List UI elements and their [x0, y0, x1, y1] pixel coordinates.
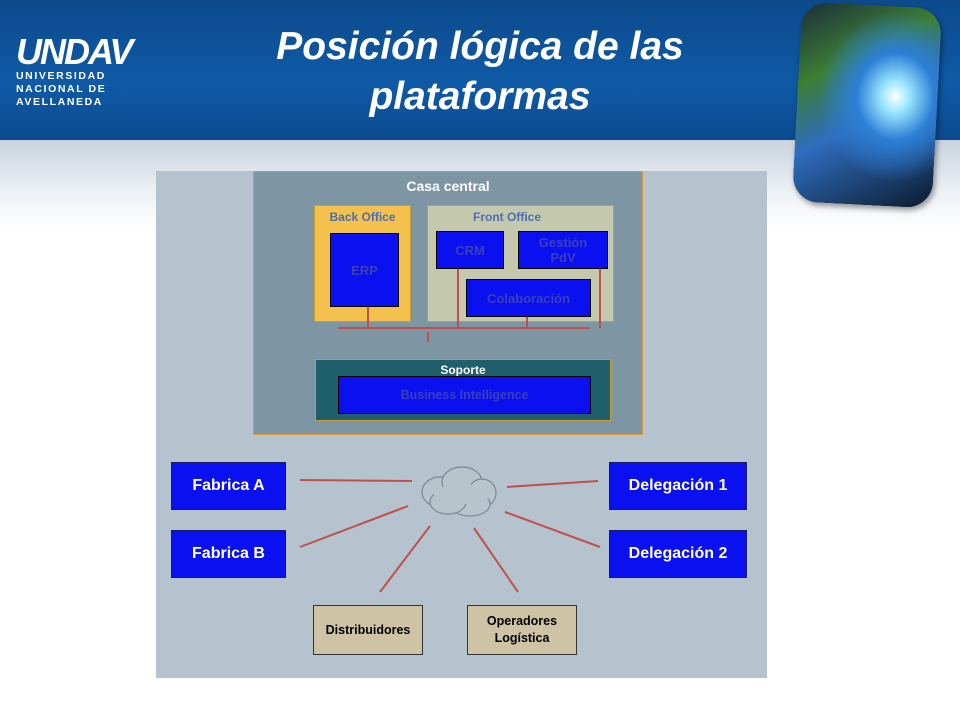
back-office-label: Back Office: [329, 210, 396, 224]
casa-central-label: Casa central: [406, 178, 490, 194]
business-intelligence-box: Business Intelligence: [338, 376, 591, 414]
fabrica-a-box: Fabrica A: [171, 462, 286, 510]
front-office-label: Front Office: [473, 210, 541, 224]
soporte-label: Soporte: [440, 363, 486, 377]
slide-title: Posición lógica de las plataformas: [230, 22, 730, 122]
fabrica-b-box: Fabrica B: [171, 530, 286, 578]
gestion-pdv-box: Gestión PdV: [518, 231, 608, 269]
operadores-logistica-box: Operadores Logística: [467, 605, 577, 655]
colaboracion-box: Colaboración: [466, 279, 591, 317]
fabrica-b-link: [299, 505, 409, 548]
logo-mark: UNDAV: [16, 31, 133, 72]
crm-box: CRM: [436, 231, 504, 269]
delegacion-1-link: [506, 480, 599, 488]
logo-line-1: UNIVERSIDAD: [16, 70, 106, 82]
university-logo: UNDAV UNIVERSIDAD NACIONAL DE AVELLANEDA: [16, 31, 133, 109]
slide-title-line-2: plataformas: [369, 75, 591, 118]
fabrica-a-link: [299, 479, 413, 482]
delegacion-2-link: [504, 511, 601, 548]
operadores-link: [473, 527, 519, 593]
erp-box: ERP: [330, 233, 399, 307]
distribuidores-box: Distribuidores: [313, 605, 423, 655]
operadores-line-1: Operadores: [486, 614, 558, 628]
slide-title-line-1: Posición lógica de las: [276, 25, 684, 68]
logo-line-3: AVELLANEDA: [16, 96, 103, 108]
operadores-line-2: Logística: [494, 631, 550, 645]
distribuidores-link: [379, 525, 431, 593]
delegacion-1-box: Delegación 1: [609, 462, 747, 510]
delegacion-2-box: Delegación 2: [609, 530, 747, 578]
logo-line-2: NACIONAL DE: [16, 83, 107, 95]
